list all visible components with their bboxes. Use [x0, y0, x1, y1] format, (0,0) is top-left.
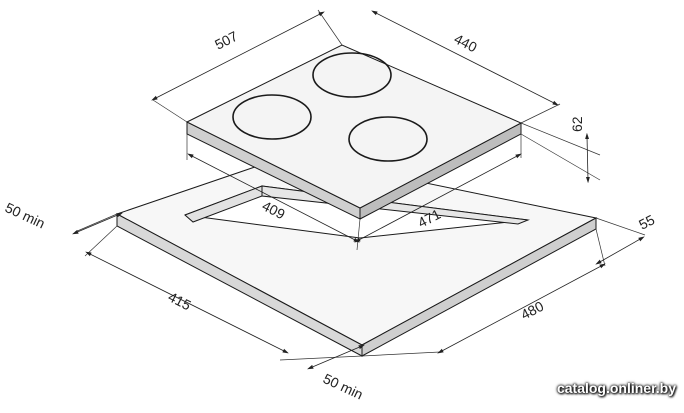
dim-line-415: [85, 251, 289, 354]
label-480: 480: [518, 298, 546, 323]
label-62: 62: [569, 116, 585, 132]
dim-line-471: [354, 153, 522, 243]
label-50-front: 50 min: [321, 370, 366, 402]
dim-line-480: [437, 263, 606, 354]
dim-line-440: [371, 10, 559, 106]
dim-line-62: [585, 132, 590, 184]
dim-line-50-front: [307, 344, 365, 370]
dim-line-507: [151, 11, 325, 101]
dim-line-50-side: [72, 212, 123, 235]
dim-line-409: [187, 153, 360, 243]
label-409: 409: [260, 197, 288, 222]
label-50-side: 50 min: [3, 199, 48, 231]
label-507: 507: [212, 28, 240, 53]
label-440: 440: [452, 30, 480, 55]
dimension-lines: [72, 10, 645, 370]
dim-line-55: [595, 236, 645, 265]
label-415: 415: [166, 288, 194, 313]
label-55: 55: [636, 211, 657, 232]
watermark: catalog.onliner.by: [556, 380, 676, 396]
